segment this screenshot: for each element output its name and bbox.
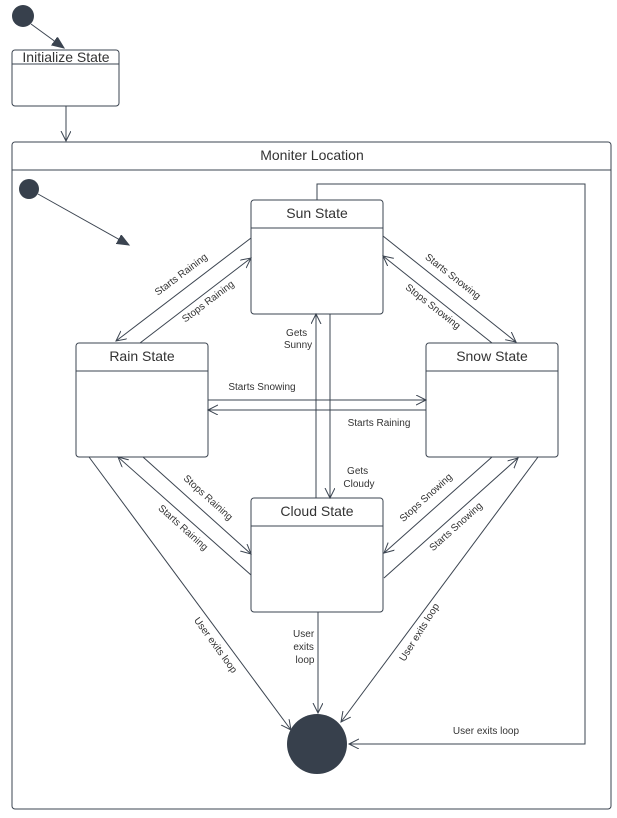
edge-rain-to-sun [139,258,251,344]
final-node [287,714,347,774]
label-snow-to-rain: Starts Raining [348,418,411,429]
inner-initial-node [19,179,39,199]
initialize-state: Initialize State [11,49,120,107]
rain-state: Rain State [75,342,209,458]
label-cloud-exit-line1: User [293,629,315,640]
sun-state-title: Sun State [286,205,348,221]
label-sun-exit: User exits loop [453,726,520,737]
label-cloud-exit: User exits loop [293,629,317,666]
label-rain-to-snow: Starts Snowing [228,382,295,393]
edge-snow-exit [341,456,539,722]
rain-state-title: Rain State [109,348,175,364]
label-sun-to-cloud-line2: Cloudy [343,479,374,490]
edge-cloud-to-rain [118,457,252,576]
label-cloud-exit-line3: loop [296,655,315,666]
edge-snow-to-sun [383,256,493,344]
edge-cloud-to-snow [383,458,518,579]
label-cloud-to-sun-line1: Gets [286,328,307,339]
label-cloud-exit-line2: exits [293,642,314,653]
snow-state: Snow State [425,342,559,458]
monitor-location-title: Moniter Location [260,147,364,163]
initial-transition [30,23,64,48]
label-cloud-to-sun-line2: Sunny [284,340,312,351]
edge-rain-to-cloud [142,456,251,554]
label-sun-to-cloud-line1: Gets [347,466,368,477]
inner-initial-transition [37,193,129,245]
edge-rain-exit [88,456,291,730]
snow-state-title: Snow State [456,348,528,364]
edge-sun-to-rain [116,237,252,341]
edge-snow-to-cloud [384,456,493,553]
sun-state: Sun State [250,199,384,315]
initial-node [12,5,34,27]
edge-sun-to-snow [382,235,516,342]
initialize-state-title: Initialize State [22,49,109,65]
monitor-location-region: Moniter Location [11,141,612,810]
label-cloud-to-sun: Gets Sunny [284,328,312,351]
cloud-state: Cloud State [250,497,384,613]
cloud-state-title: Cloud State [280,503,353,519]
edge-sun-exit [316,183,586,744]
label-sun-to-cloud: Gets Cloudy [343,466,374,490]
